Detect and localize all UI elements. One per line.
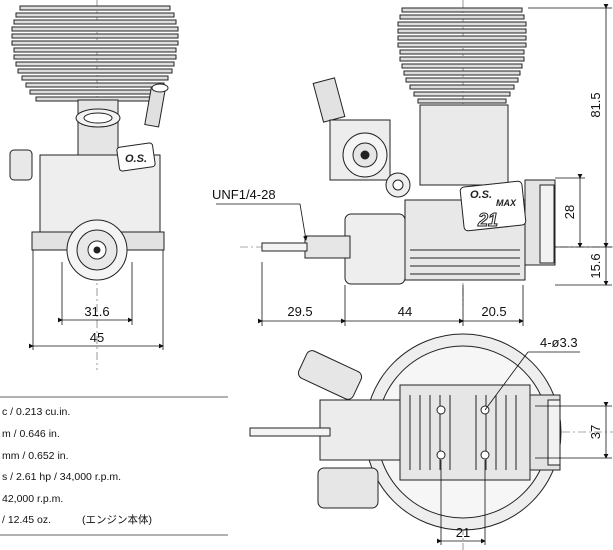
dim-side-right: 20.5 (481, 304, 506, 319)
bottom-view (249, 333, 613, 550)
side-logo-model-line: MAX (496, 198, 517, 208)
spec-line-4: s / 2.61 hp / 34,000 r.p.m. (2, 471, 121, 483)
dim-front-inner: 31.6 (84, 304, 109, 319)
dim-bottom-width: 21 (456, 525, 470, 540)
side-logo-brand: O.S. (470, 189, 492, 201)
dim-height-total: 81.5 (588, 92, 603, 117)
dim-height-mid: 28 (562, 205, 577, 219)
thread-leader (216, 203, 308, 241)
side-horizontal-dimensions (258, 262, 524, 326)
dim-bottom-depth: 37 (588, 425, 603, 439)
dim-thread: UNF1/4-28 (212, 187, 276, 202)
front-logo-brand: O.S. (125, 153, 147, 165)
side-view: O.S. MAX 21 (240, 0, 613, 305)
spec-line-3: mm / 0.652 in. (2, 450, 69, 462)
front-view: O.S. (9, 0, 179, 370)
spec-line-2: m / 0.646 in. (2, 428, 60, 440)
dim-bolt-hole: 4-ø3.3 (540, 335, 578, 350)
dim-height-base: 15.6 (588, 253, 603, 278)
bottom-dimensions (437, 351, 612, 545)
front-dimensions (29, 250, 164, 350)
dim-side-middle: 44 (398, 304, 412, 319)
spec-line-6: / 12.45 oz. (2, 514, 51, 526)
side-logo-model-number: 21 (477, 210, 498, 230)
dim-side-left: 29.5 (287, 304, 312, 319)
spec-line-1: c / 0.213 cu.in. (2, 406, 70, 418)
spec-line-5: 42,000 r.p.m. (2, 493, 63, 505)
spec-table: c / 0.213 cu.in. m / 0.646 in. mm / 0.65… (0, 396, 228, 536)
dim-front-outer: 45 (90, 330, 104, 345)
side-cooling-fins (397, 7, 527, 104)
spec-line-6-note: (エンジン本体) (82, 513, 152, 526)
side-vertical-dimensions (528, 4, 612, 286)
